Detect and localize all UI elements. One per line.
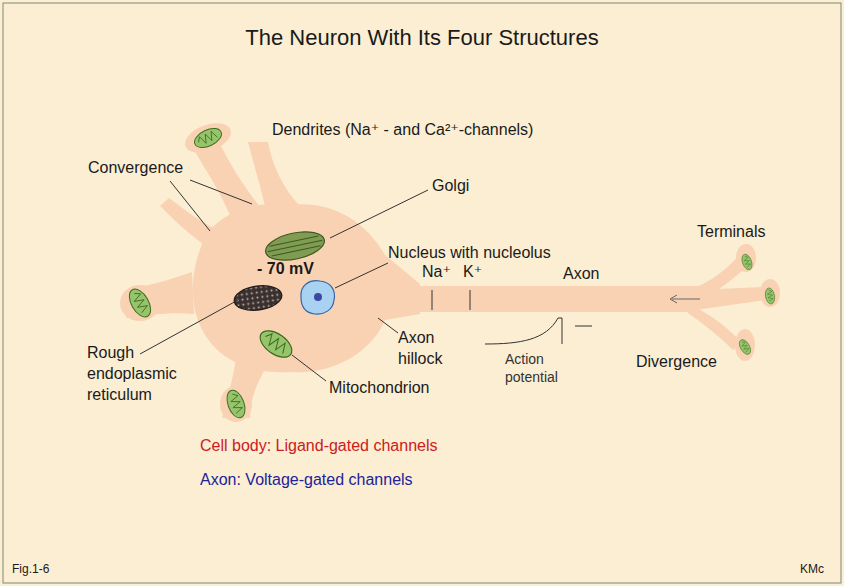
leader-lines (140, 180, 700, 381)
part-label: Axon hillock (398, 328, 468, 370)
potential-value: - 70 mV (257, 259, 314, 280)
part-label: Axon (563, 264, 599, 285)
figure-number: Fig.1-6 (12, 562, 49, 578)
part-label: Convergence (88, 158, 183, 179)
ion-label: Na⁺ (422, 262, 451, 283)
part-label: Terminals (697, 222, 765, 243)
channel-note: Cell body: Ligand-gated channels (200, 436, 438, 457)
part-label: Divergence (636, 352, 717, 373)
part-label: Rough endoplasmic reticulum (87, 343, 192, 405)
neuron-shape (120, 118, 780, 422)
diagram-title: The Neuron With Its Four Structures (0, 24, 844, 53)
part-label: Dendrites (Na⁺ - and Ca²⁺-channels) (272, 120, 533, 141)
frame (3, 3, 841, 583)
part-label: Mitochondrion (329, 378, 430, 399)
ion-label: K⁺ (463, 262, 482, 283)
organelles (125, 125, 776, 421)
waveform-label: Action potential (505, 350, 580, 386)
part-label: Golgi (432, 176, 469, 197)
channel-note: Axon: Voltage-gated channels (200, 470, 413, 491)
part-label: Nucleus with nucleolus (388, 243, 551, 264)
author-mark: KMc (800, 562, 824, 578)
